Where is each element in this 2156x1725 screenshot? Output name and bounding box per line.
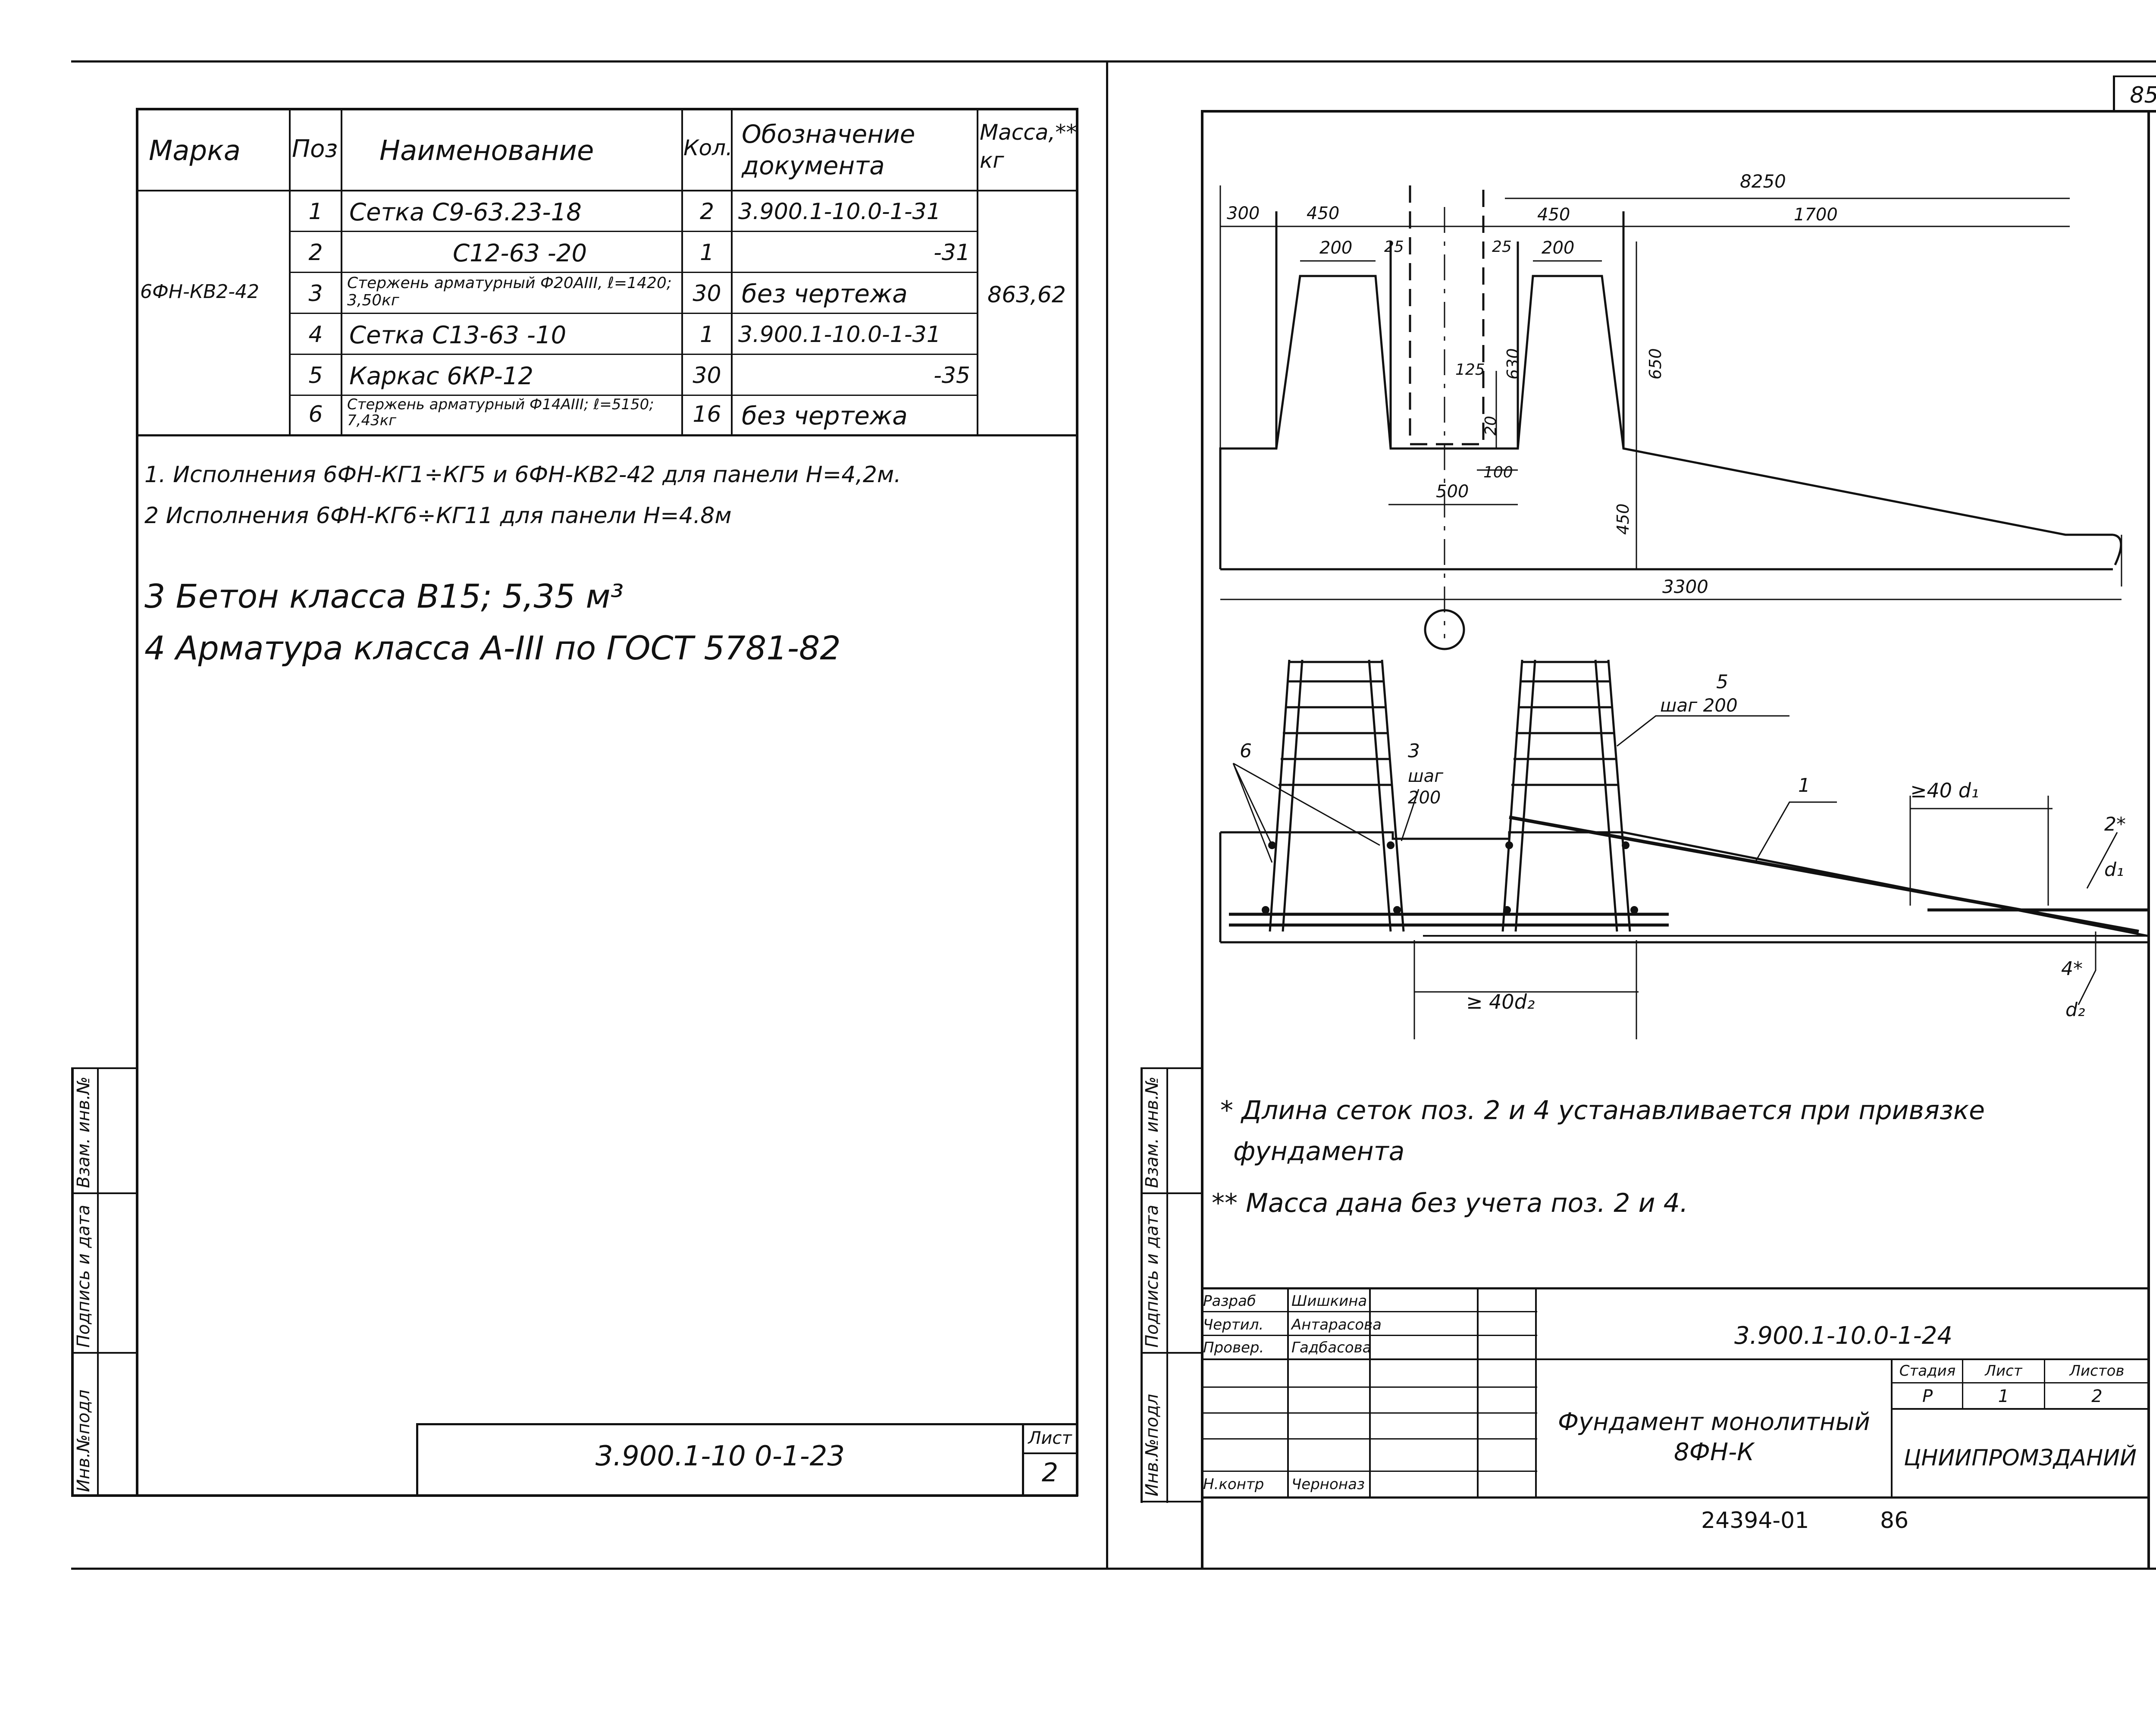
dim-25-b: 25 xyxy=(1492,238,1512,256)
dim-100: 100 xyxy=(1483,464,1513,481)
dim-3300: 3300 xyxy=(1662,576,1708,597)
header-doc: Обозначение документа xyxy=(742,119,915,180)
header-mass: Масса,** кг xyxy=(980,120,1077,173)
dim-200-a: 200 xyxy=(1319,238,1353,258)
stamp-title-2: 8ФН-К xyxy=(1674,1438,1754,1466)
page-number: 85 xyxy=(2130,82,2156,108)
footnote-2: ** Масса дана без учета поз. 2 и 4. xyxy=(1212,1188,1688,1218)
footnote-1b: фундамента xyxy=(1233,1136,1405,1167)
note-3: 3 Бетон класса В15; 5,35 м³ xyxy=(144,577,624,615)
spec-marka: 6ФН-КВ2-42 xyxy=(140,281,260,303)
label-d1: d₁ xyxy=(2104,859,2124,881)
dim-200-b: 200 xyxy=(1542,238,1575,258)
dim-125: 125 xyxy=(1455,361,1485,379)
dim-300: 300 xyxy=(1227,204,1260,223)
label-1: 1 xyxy=(1798,775,1810,797)
left-sheet-no: 2 xyxy=(1041,1458,1059,1488)
dim-20: 20 xyxy=(1482,416,1500,436)
header-poz: Поз xyxy=(292,135,338,163)
label-3: 3 xyxy=(1408,740,1420,762)
label-step-200-b2: 200 xyxy=(1408,788,1441,808)
dim-450-a: 450 xyxy=(1307,204,1340,223)
spec-mass: 863,62 xyxy=(987,282,1066,308)
dim-500: 500 xyxy=(1436,482,1469,502)
bottom-code: 24394-01 xyxy=(1701,1508,1809,1534)
dim-650: 650 xyxy=(1646,348,1665,380)
label-lap-1: ≥40 d₁ xyxy=(1910,779,1979,802)
dim-630: 630 xyxy=(1504,348,1523,380)
left-title-code: 3.900.1-10 0-1-23 xyxy=(595,1440,845,1472)
stamp-org: ЦНИИПРОМЗДАНИЙ xyxy=(1904,1445,2137,1471)
note-1: 1. Исполнения 6ФН-КГ1÷КГ5 и 6ФН-КВ2-42 д… xyxy=(144,462,901,488)
stamp-title-1: Фундамент монолитный xyxy=(1557,1408,1871,1436)
header-qty: Кол. xyxy=(683,135,733,160)
label-lap-2: ≥ 40d₂ xyxy=(1466,990,1535,1013)
left-sheet-label: Лист xyxy=(1028,1428,1072,1448)
label-4: 4* xyxy=(2061,958,2083,980)
dim-450-b: 450 xyxy=(1537,205,1570,225)
note-2: 2 Исполнения 6ФН-КГ6÷КГ11 для панели Н=4… xyxy=(144,503,732,529)
stamp-code: 3.900.1-10.0-1-24 xyxy=(1734,1322,1952,1350)
dim-25-a: 25 xyxy=(1384,238,1404,256)
label-2: 2* xyxy=(2104,813,2126,835)
top-rule xyxy=(71,60,2156,63)
label-d2: d₂ xyxy=(2065,999,2085,1021)
header-marka: Марка xyxy=(149,135,241,167)
dim-450-c: 450 xyxy=(1614,503,1633,535)
note-4: 4 Арматура класса А-III по ГОСТ 5781-82 xyxy=(144,629,841,667)
center-fold xyxy=(1106,60,1108,1570)
bottom-page: 86 xyxy=(1880,1508,1909,1534)
label-step-200-b1: шаг xyxy=(1408,766,1444,786)
footnote-1: * Длина сеток поз. 2 и 4 устанавливается… xyxy=(1220,1095,1985,1126)
dim-8250: 8250 xyxy=(1740,171,1786,192)
header-name: Наименование xyxy=(379,135,594,167)
label-step-200-a: шаг 200 xyxy=(1660,695,1738,716)
label-6: 6 xyxy=(1240,740,1252,762)
bottom-rule xyxy=(71,1568,2156,1570)
label-5: 5 xyxy=(1716,671,1728,693)
dim-1700: 1700 xyxy=(1794,205,1838,225)
